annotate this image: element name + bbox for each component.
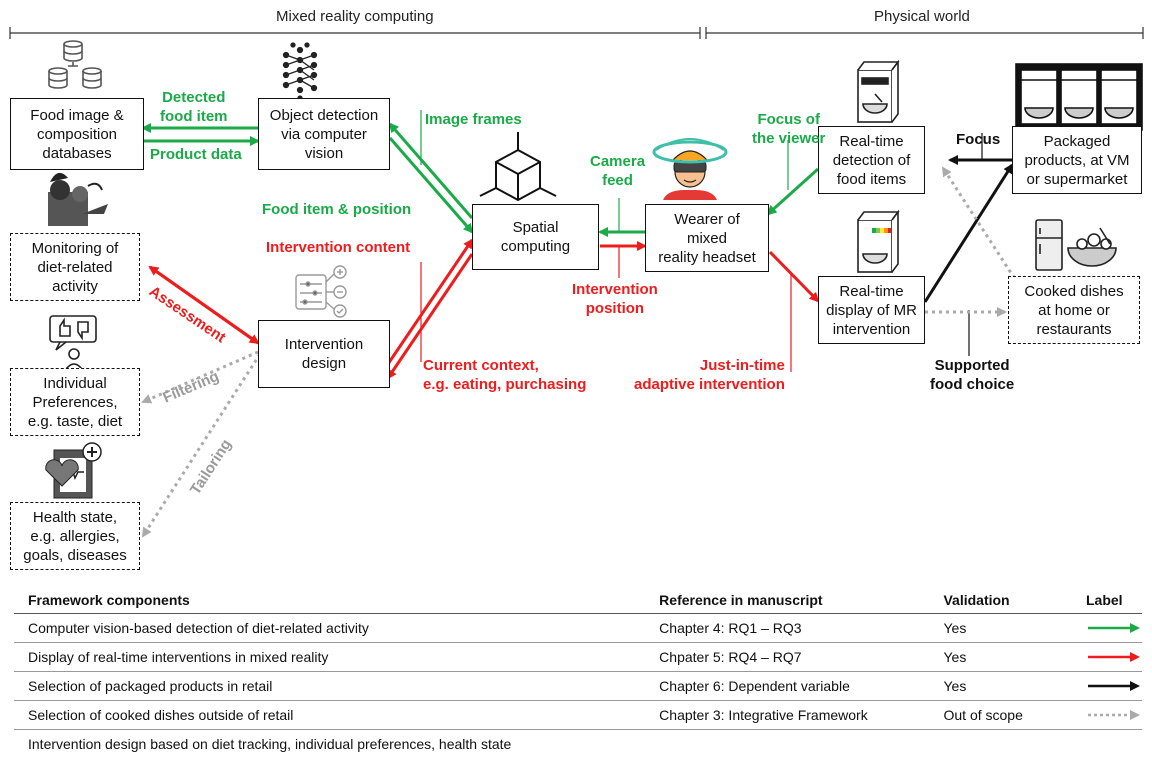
label-intervention-content: Intervention content: [266, 238, 410, 257]
legend-validation: Yes: [929, 672, 1072, 701]
legend-row: Intervention design based on diet tracki…: [14, 730, 1142, 758]
intervention-design-node: Intervention design: [258, 320, 390, 388]
preferences-node: Individual Preferences, e.g. taste, diet: [10, 368, 140, 436]
legend-reference: Chapter 3: Integrative Framework: [645, 701, 929, 730]
edge-intervention-content: [388, 240, 472, 364]
gray-dotted-arrow-icon: [1072, 701, 1142, 730]
object-detection-node: Object detection via computer vision: [258, 98, 390, 170]
database-icon: [49, 41, 101, 88]
legend-header-label: Label: [1072, 587, 1142, 614]
mixed-reality-header: Mixed reality computing: [276, 8, 434, 25]
legend-validation: Yes: [929, 614, 1072, 643]
legend-component: Computer vision-based detection of diet-…: [14, 614, 645, 643]
legend-component: Selection of packaged products in retail: [14, 672, 645, 701]
label-image-frames: Image frames: [425, 110, 522, 129]
label-product-data: Product data: [150, 145, 242, 164]
label-current-context: Current context, e.g. eating, purchasing: [423, 356, 586, 394]
cooked-dishes-node: Cooked dishes at home or restaurants: [1008, 276, 1140, 344]
health-record-icon: [46, 443, 101, 498]
label-camera-feed: Camera feed: [590, 152, 645, 190]
nutriscore-package-icon: [858, 212, 898, 272]
legend-reference: Chapter 4: RQ1 – RQ3: [645, 614, 929, 643]
vending-machine-icon: [1016, 64, 1142, 130]
legend-row: Selection of packaged products in retail…: [14, 672, 1142, 701]
edge-just-in-time: [770, 252, 818, 301]
edge-focus-of-viewer: [768, 169, 818, 214]
legend-header-reference: Reference in manuscript: [645, 587, 929, 614]
section-header-rules: [10, 27, 1143, 39]
health-state-node: Health state, e.g. allergies, goals, dis…: [10, 502, 140, 570]
vr-headset-person-icon: [654, 139, 726, 200]
edge-supported-choice: [925, 165, 1012, 302]
legend-header-validation: Validation: [929, 587, 1072, 614]
red-arrow-icon: [1072, 643, 1142, 672]
legend-row: Selection of cooked dishes outside of re…: [14, 701, 1142, 730]
neural-network-icon: [284, 43, 317, 100]
legend-component: Selection of cooked dishes outside of re…: [14, 701, 645, 730]
label-supported-choice: Supported food choice: [930, 356, 1014, 394]
label-detected-food-item: Detected food item: [160, 88, 228, 126]
legend-row: Display of real-time interventions in mi…: [14, 643, 1142, 672]
black-arrow-icon: [1072, 672, 1142, 701]
fridge-bowl-icon: [1036, 220, 1116, 270]
legend-row: Computer vision-based detection of diet-…: [14, 614, 1142, 643]
legend-header-row: Framework components Reference in manusc…: [14, 587, 1142, 614]
edge-cooked-focus: [943, 168, 1022, 290]
legend-component: Intervention design based on diet tracki…: [14, 730, 1142, 758]
legend-reference: Chpater 5: RQ4 – RQ7: [645, 643, 929, 672]
groceries-icon: [48, 173, 108, 226]
label-focus: Focus: [956, 130, 1000, 149]
label-intervention-position: Intervention position: [572, 280, 658, 318]
label-just-in-time: Just-in-time adaptive intervention: [634, 356, 785, 394]
food-database-node: Food image & composition databases: [10, 98, 144, 170]
legend-component: Display of real-time interventions in mi…: [14, 643, 645, 672]
rt-display-node: Real-time display of MR intervention: [818, 276, 925, 344]
cube-icon: [480, 132, 556, 200]
legend-table: Framework components Reference in manusc…: [14, 587, 1142, 758]
settings-sliders-icon: [296, 266, 346, 317]
label-focus-of-viewer: Focus of the viewer: [752, 110, 825, 148]
spatial-computing-node: Spatial computing: [472, 204, 599, 270]
wearer-node: Wearer of mixed reality headset: [645, 204, 769, 272]
feedback-icon: [50, 316, 96, 372]
physical-world-header: Physical world: [874, 8, 970, 25]
legend-reference: Chapter 6: Dependent variable: [645, 672, 929, 701]
monitoring-node: Monitoring of diet-related activity: [10, 233, 140, 301]
packaged-products-node: Packaged products, at VM or supermarket: [1012, 126, 1142, 194]
legend-validation: Out of scope: [929, 701, 1072, 730]
food-package-icon: [858, 62, 898, 122]
green-arrow-icon: [1072, 614, 1142, 643]
legend-header-components: Framework components: [14, 587, 645, 614]
black-edges: [925, 160, 1012, 302]
rt-detection-node: Real-time detection of food items: [818, 126, 925, 194]
label-food-item-position: Food item & position: [262, 200, 411, 219]
legend-validation: Yes: [929, 643, 1072, 672]
